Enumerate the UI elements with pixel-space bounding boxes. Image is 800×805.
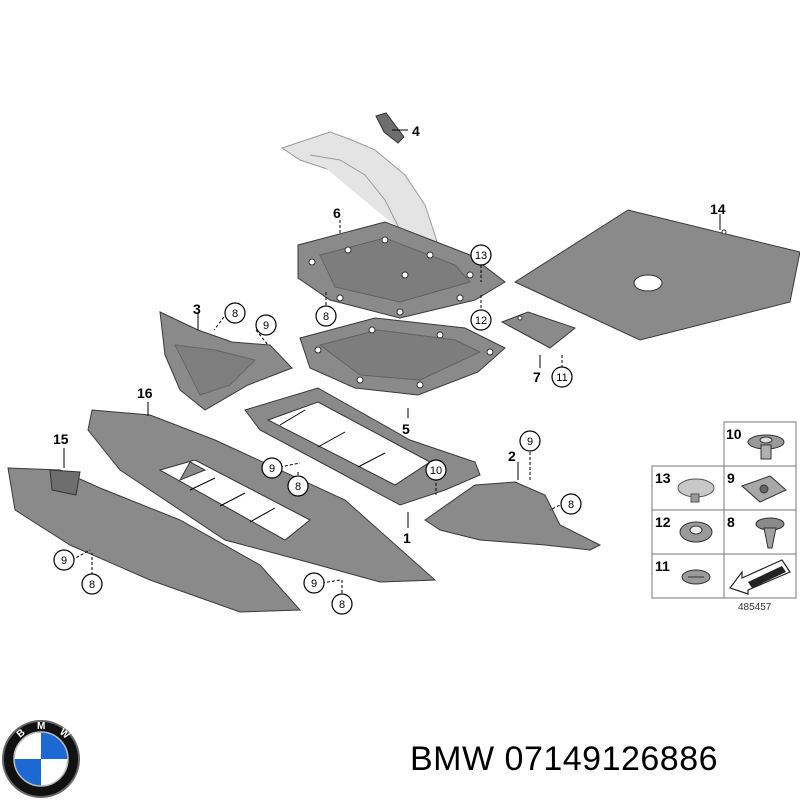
- diagram-number: 485457: [738, 602, 772, 613]
- legend-label-13: 13: [655, 470, 671, 486]
- callout-4: 4: [412, 123, 420, 139]
- part-side-guide-3: [159, 311, 293, 411]
- nut-clip-icon-9: [741, 475, 787, 503]
- circled-callout-8-grille: 8: [331, 593, 353, 615]
- svg-text:9: 9: [263, 320, 269, 332]
- circled-callout-13-upper: 13: [470, 244, 492, 266]
- circled-callout-8-plate: 8: [315, 305, 337, 327]
- svg-text:8: 8: [568, 499, 574, 511]
- callout-6: 6: [333, 205, 341, 221]
- circled-callout-10-frame: 10: [425, 459, 447, 481]
- circled-callout-8-frame: 8: [287, 475, 309, 497]
- part-lower-lip-15: [7, 467, 302, 613]
- part-large-panel-14: [513, 209, 800, 341]
- circled-callout-9-frame: 9: [261, 457, 283, 479]
- svg-text:8: 8: [89, 579, 95, 591]
- circled-callout-8-guide2: 8: [560, 493, 582, 515]
- callout-7: 7: [533, 369, 541, 385]
- svg-text:13: 13: [475, 250, 487, 262]
- svg-text:9: 9: [269, 463, 275, 475]
- grommet-icon-12: [679, 521, 713, 543]
- fastener-legend: 10 13 9 12 8 11: [651, 421, 797, 599]
- part-underbody-plate-5: [299, 317, 506, 396]
- svg-text:M: M: [37, 721, 45, 732]
- callout-2: 2: [508, 448, 516, 464]
- legend-label-11: 11: [655, 558, 670, 574]
- svg-text:8: 8: [323, 311, 329, 323]
- part-cover-plate-7: [500, 311, 577, 349]
- svg-text:9: 9: [527, 436, 533, 448]
- arrow-icon: [729, 559, 791, 595]
- svg-text:12: 12: [475, 315, 487, 327]
- part-side-guide-2: [424, 481, 602, 551]
- svg-text:9: 9: [61, 555, 67, 567]
- circled-callout-9-grille: 9: [303, 572, 325, 594]
- svg-text:11: 11: [556, 372, 567, 384]
- circled-callout-9-guide3: 9: [255, 314, 277, 336]
- svg-text:8: 8: [339, 599, 345, 611]
- svg-text:10: 10: [430, 465, 442, 477]
- part-middle-frame-1: [244, 387, 481, 506]
- push-rivet-icon-8: [755, 517, 785, 549]
- bmw-logo: B M W: [2, 720, 80, 798]
- circled-callout-8-guide3: 8: [224, 302, 246, 324]
- circled-callout-12-upper: 12: [470, 309, 492, 331]
- part-bracket-4: [375, 112, 405, 144]
- circled-callout-8-lip: 8: [81, 573, 103, 595]
- legend-label-9: 9: [727, 470, 735, 486]
- svg-text:8: 8: [295, 481, 301, 493]
- svg-text:8: 8: [232, 308, 238, 320]
- callout-14: 14: [710, 201, 726, 217]
- plug-icon-13: [677, 478, 715, 503]
- callout-3: 3: [193, 301, 201, 317]
- legend-label-12: 12: [655, 514, 671, 530]
- screw-icon-11: [681, 569, 711, 585]
- legend-label-10: 10: [726, 426, 742, 442]
- part-grille-bar-16: [87, 409, 437, 583]
- part-number-caption: BMW 07149126886: [410, 740, 719, 778]
- circled-callout-9-guide2: 9: [519, 430, 541, 452]
- clip-icon-10: [747, 434, 785, 460]
- part-underbody-plate-6: [297, 221, 506, 319]
- svg-text:9: 9: [311, 578, 317, 590]
- circled-callout-11-cover: 11: [551, 366, 573, 388]
- callout-16: 16: [137, 385, 153, 401]
- callout-1: 1: [403, 530, 411, 546]
- callout-5: 5: [402, 421, 410, 437]
- circled-callout-9-lip: 9: [53, 549, 75, 571]
- callout-15: 15: [53, 431, 69, 447]
- legend-label-8: 8: [727, 514, 735, 530]
